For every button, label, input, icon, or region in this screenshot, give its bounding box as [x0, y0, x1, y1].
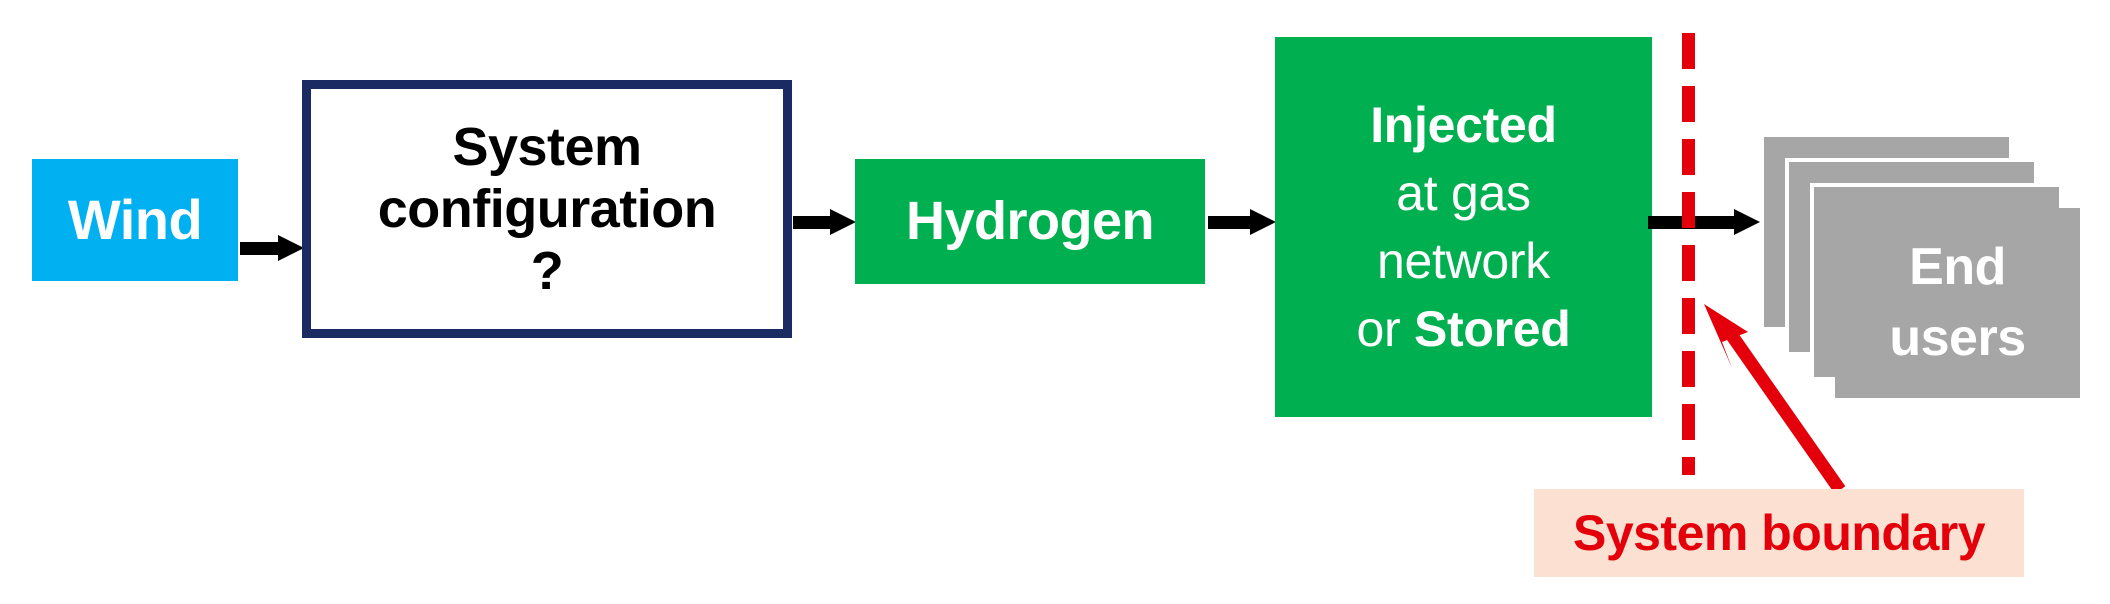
node-injected-line4-emphasis: Stored	[1413, 301, 1571, 357]
node-hydrogen-label: Hydrogen	[905, 191, 1155, 252]
arrow-head	[1734, 209, 1760, 235]
arrow-right-icon-injected-to-endusers	[1648, 209, 1760, 235]
node-hydrogen[interactable]: Hydrogen	[855, 159, 1205, 284]
arrow-shaft	[240, 242, 280, 255]
arrow-head	[278, 235, 304, 261]
arrow-right-icon-wind-to-system	[240, 235, 304, 261]
node-end-users[interactable]: End users	[1760, 133, 2090, 408]
node-injected-line4-prefix: or	[1356, 301, 1414, 357]
system-boundary-dashed-line	[1682, 33, 1695, 475]
node-system-configuration[interactable]: System configuration ?	[302, 80, 792, 338]
end-users-stack-layer-4: End users	[1835, 208, 2080, 398]
arrow-shaft	[1208, 216, 1252, 229]
node-injected-line4: or Stored	[1356, 295, 1570, 363]
arrow-shaft	[793, 216, 832, 229]
node-wind[interactable]: Wind	[32, 159, 238, 281]
node-system-configuration-line1: System	[452, 116, 642, 177]
node-injected-line1: Injected	[1370, 97, 1557, 153]
system-boundary-label: System boundary	[1534, 489, 2024, 577]
node-injected-or-stored[interactable]: Injected at gas network or Stored	[1275, 37, 1652, 417]
node-end-users-line2: users	[1889, 309, 2026, 367]
arrow-right-icon-hydrogen-to-injected	[1208, 209, 1276, 235]
node-end-users-line1: End	[1909, 238, 2006, 297]
node-injected-line2: at gas	[1396, 165, 1531, 221]
arrow-right-icon-system-to-hydrogen	[793, 209, 856, 235]
arrow-head	[1250, 209, 1276, 235]
node-system-configuration-line3: ?	[530, 241, 564, 302]
node-system-configuration-line2: configuration	[377, 178, 717, 239]
node-injected-line3: network	[1377, 233, 1550, 289]
arrow-head	[830, 209, 856, 235]
system-boundary-label-text: System boundary	[1572, 505, 1986, 561]
node-wind-label: Wind	[67, 187, 203, 251]
